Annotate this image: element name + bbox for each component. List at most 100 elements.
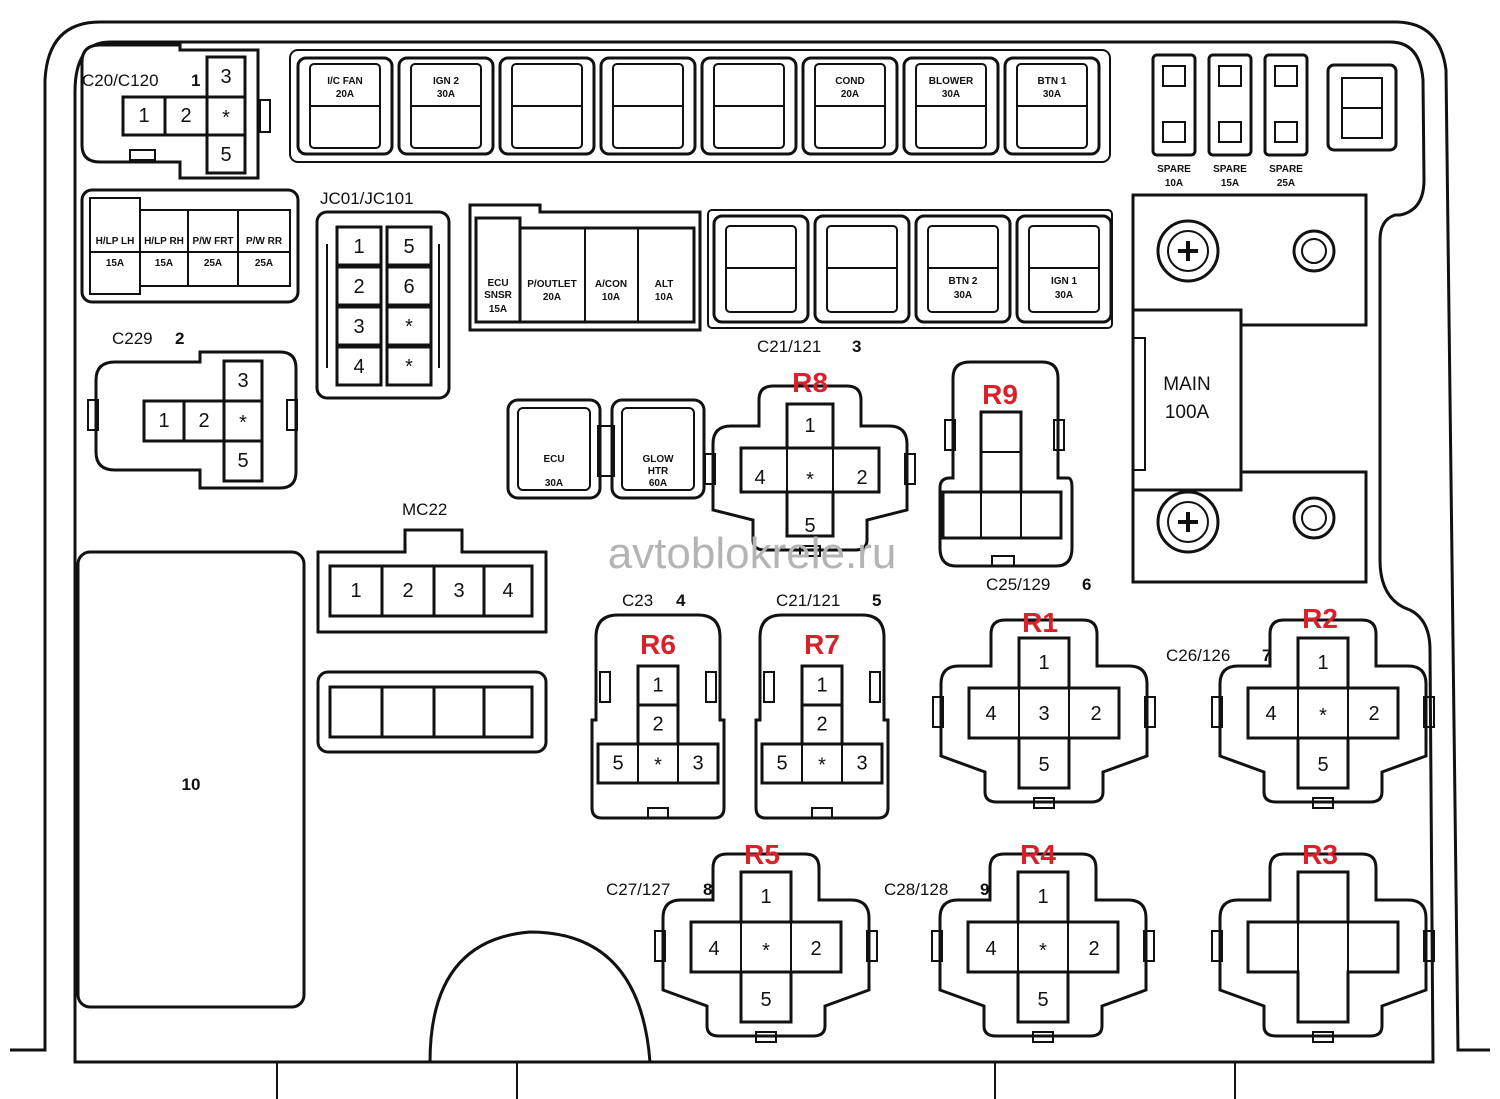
r7-pin: 5 <box>776 753 787 775</box>
c20-pin: 2 <box>180 105 191 127</box>
top-fuse-name: BLOWER <box>929 76 974 87</box>
r1-tag: R1 <box>1022 607 1058 638</box>
area-10-label: 10 <box>182 775 201 794</box>
jc01-pin: 2 <box>353 276 364 298</box>
mid-fuse <box>813 214 911 324</box>
r2-pin: 1 <box>1317 652 1328 674</box>
spare-fuse-rating: 25A <box>1277 178 1295 189</box>
r8-pin: * <box>806 469 814 491</box>
r4-tag: R4 <box>1020 839 1056 870</box>
spare-fuse-name: SPARE <box>1213 164 1247 175</box>
mc22-pin-cell <box>482 564 534 618</box>
connector-c20: C20/C120 1 1 2 * 3 5 <box>80 43 271 180</box>
r8-pin: 1 <box>804 415 815 437</box>
spare-fuse-name: SPARE <box>1269 164 1303 175</box>
r5-label: C27/127 <box>606 880 670 899</box>
ecu-fuse-name: GLOW <box>642 454 674 465</box>
r1-pin: 5 <box>1038 754 1049 776</box>
bottom-dividers <box>276 1062 1236 1099</box>
fuse-box-housing <box>10 20 1490 1052</box>
mini-fuse-name: P/OUTLET <box>527 279 576 290</box>
fuse-box-inner-outline <box>73 40 1435 1064</box>
ecu-fuse-rating: 60A <box>649 478 667 489</box>
r6-pin: * <box>654 755 662 777</box>
r7-pin: 1 <box>816 675 827 697</box>
mini-fuse-rating: 10A <box>655 292 673 303</box>
top-fuse-name: COND <box>835 76 864 87</box>
r8-pin: 2 <box>856 467 867 489</box>
mini-fuse-name: A/CON <box>595 279 627 290</box>
r7-tag: R7 <box>804 629 840 660</box>
jc01-pin-cell <box>335 345 383 387</box>
r4-pin: 4 <box>985 938 996 960</box>
jc01-pin-cell <box>335 265 383 307</box>
jc01-pin: 1 <box>353 236 364 258</box>
r8-pin: 4 <box>754 467 765 489</box>
r7-pin: 2 <box>816 714 827 736</box>
left-fuse-name: P/W FRT <box>192 236 233 247</box>
r7-pin: * <box>818 755 826 777</box>
r4-pin: * <box>1039 940 1047 962</box>
left-fuse: H/LP LH 15A <box>89 197 141 295</box>
jc01-pin-cell <box>335 225 383 267</box>
jc01-pin: 4 <box>353 356 364 378</box>
r6-pin: 1 <box>652 675 663 697</box>
r5-number: 8 <box>703 880 712 899</box>
left-fuse-name: H/LP RH <box>144 236 184 247</box>
connector-c229: C229 2 1 2 * 3 5 <box>87 329 298 490</box>
ecu-fuse-name2: HTR <box>648 466 669 477</box>
jc01-pin: * <box>405 356 413 378</box>
r2-pin: 4 <box>1265 703 1276 725</box>
r5-pin: 5 <box>760 989 771 1011</box>
left-fuse-name: H/LP LH <box>96 236 135 247</box>
c229-pin: 1 <box>158 410 169 432</box>
r2-pin: 2 <box>1368 703 1379 725</box>
c20-pin: * <box>222 107 230 129</box>
c20-number: 1 <box>191 71 200 90</box>
top-fuse-name: BTN 1 <box>1038 76 1067 87</box>
watermark: avtoblokrele.ru <box>608 529 897 578</box>
r2-tag: R2 <box>1302 603 1338 634</box>
r8-pin: 5 <box>804 515 815 537</box>
top-fuse <box>700 56 798 156</box>
r4-pin: 1 <box>1037 886 1048 908</box>
r3-tag: R3 <box>1302 839 1338 870</box>
top-fuse-rating: 30A <box>437 89 455 100</box>
cutout-arc <box>428 930 652 1063</box>
c20-pin: 5 <box>220 144 231 166</box>
top-fuse-rating: 20A <box>336 89 354 100</box>
r2-label: C26/126 <box>1166 646 1230 665</box>
c229-number: 2 <box>175 329 184 348</box>
jc01-pin-cell <box>385 305 433 347</box>
connector-mc22-empty <box>316 670 548 754</box>
mc22-pin: 2 <box>402 580 413 602</box>
r6-pin: 2 <box>652 714 663 736</box>
r1-pin: 3 <box>1038 703 1049 725</box>
main-fuse-rating: 100A <box>1165 402 1210 423</box>
r5-pin: 2 <box>810 938 821 960</box>
r6-label: C23 <box>622 591 653 610</box>
ecu-fuse-name: ECU <box>543 454 564 465</box>
left-fuse-rating: 15A <box>106 258 124 269</box>
mini-fuse-block: ECU SNSR 15A P/OUTLET 20A A/CON 10A ALT … <box>468 203 702 332</box>
top-fuse-rating: 30A <box>942 89 960 100</box>
jc01-pin-cell <box>335 305 383 347</box>
r1-pin: 1 <box>1038 652 1049 674</box>
mini-fuse-rating: 10A <box>602 292 620 303</box>
left-fuse-rating: 25A <box>204 258 222 269</box>
r7-label: C21/121 <box>776 591 840 610</box>
